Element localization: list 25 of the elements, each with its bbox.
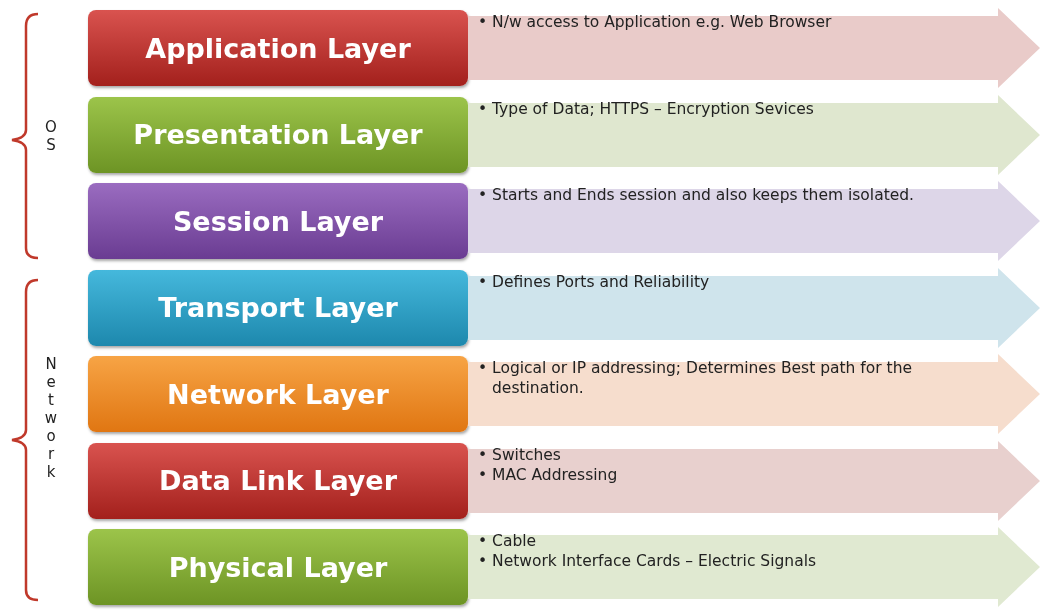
layer-box: Session Layer — [88, 183, 468, 259]
layer-box: Physical Layer — [88, 529, 468, 605]
chevron-banner — [468, 181, 1040, 261]
chevron-banner — [468, 527, 1040, 607]
chevron-banner — [468, 440, 1040, 521]
bullet-text: • Defines Ports and Reliability — [478, 271, 711, 292]
bullet-text: • N/w access to Application e.g. Web Browser — [478, 12, 833, 32]
bullet-text: • Network Interface Cards – Electric Signals — [478, 551, 818, 571]
chevron-banner — [468, 94, 1040, 175]
bullet-text: • Type of Data; HTTPS – Encryption Sevices — [478, 98, 815, 119]
bullet-text: • MAC Addressing — [478, 464, 619, 485]
bracket-label: OS — [44, 118, 58, 154]
layer-box: Application Layer — [88, 10, 468, 86]
chevron-banner — [468, 8, 1040, 88]
layer-box: Presentation Layer — [88, 96, 468, 173]
bullet-text: • Starts and Ends session and also keeps them isolated. — [478, 185, 915, 205]
bullet-text: • Cable — [478, 531, 538, 551]
layer-box: Transport Layer — [88, 269, 468, 346]
chevron-banner — [468, 354, 1040, 434]
bullet-text: • Switches — [478, 444, 562, 465]
bracket-label: Network — [44, 355, 58, 481]
bullet-text: • Logical or IP addressing; Determines Best path for the destination. — [478, 358, 913, 398]
chevron-banner — [468, 267, 1040, 348]
layer-box: Data Link Layer — [88, 442, 468, 519]
layer-box: Network Layer — [88, 356, 468, 432]
